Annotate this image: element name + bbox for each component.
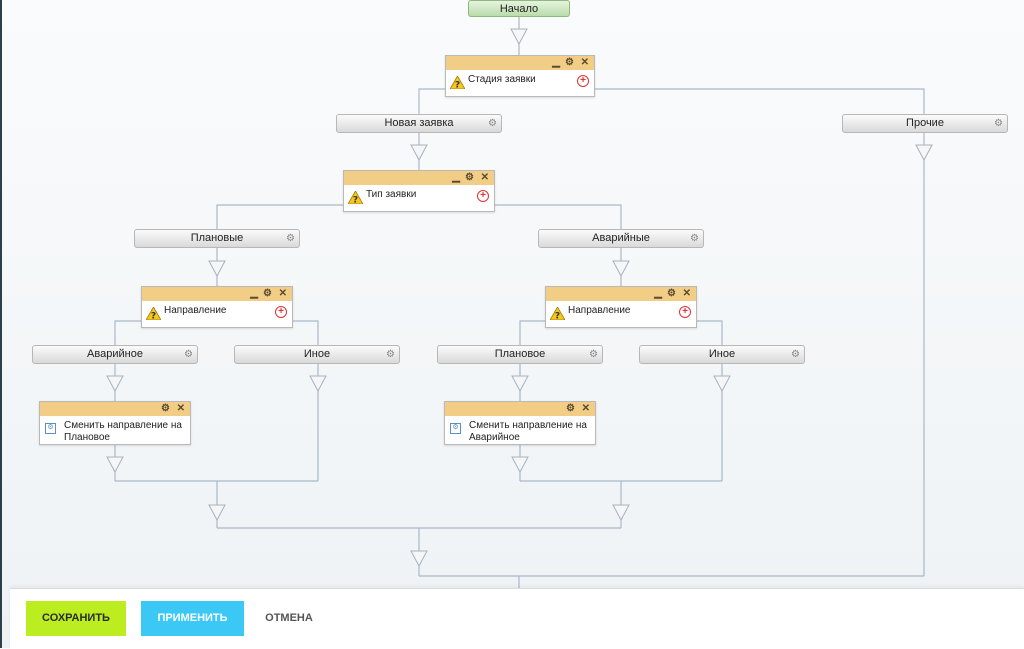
window-edge bbox=[0, 0, 2, 648]
block-header[interactable]: ▁ ⚙ ✕ bbox=[546, 287, 696, 301]
close-icon[interactable]: ✕ bbox=[580, 57, 589, 68]
condition-icon: ? bbox=[146, 307, 161, 320]
condition-block-type[interactable]: ▁ ⚙ ✕ ? Тип заявки + bbox=[343, 170, 495, 212]
action-icon: ⚙ bbox=[45, 423, 56, 434]
gear-icon[interactable]: ⚙ bbox=[565, 57, 574, 68]
branch-planned[interactable]: Плановые⚙ bbox=[134, 229, 300, 248]
gear-icon[interactable]: ⚙ bbox=[286, 233, 295, 244]
arrow-down-icon bbox=[106, 456, 124, 474]
arrow-down-icon bbox=[612, 260, 630, 278]
svg-text:?: ? bbox=[455, 81, 460, 90]
svg-text:?: ? bbox=[151, 312, 156, 321]
condition-icon: ? bbox=[450, 76, 465, 89]
gear-icon[interactable]: ⚙ bbox=[161, 403, 170, 414]
close-icon[interactable]: ✕ bbox=[480, 172, 489, 183]
block-header[interactable]: ⚙ ✕ bbox=[40, 402, 190, 416]
block-header[interactable]: ⚙ ✕ bbox=[445, 402, 595, 416]
branch-new-request[interactable]: Новая заявка⚙ bbox=[336, 114, 502, 133]
arrow-down-icon bbox=[915, 144, 933, 162]
cancel-button[interactable]: ОТМЕНА bbox=[265, 612, 313, 624]
save-button[interactable]: СОХРАНИТЬ bbox=[26, 601, 126, 636]
arrow-down-icon bbox=[713, 375, 731, 393]
gear-icon[interactable]: ⚙ bbox=[566, 403, 575, 414]
gear-icon[interactable]: ⚙ bbox=[667, 288, 676, 299]
add-condition-icon[interactable]: + bbox=[577, 75, 589, 87]
branch-other-stage[interactable]: Прочие⚙ bbox=[842, 114, 1008, 133]
condition-icon: ? bbox=[550, 307, 565, 320]
minimize-icon[interactable]: ▁ bbox=[552, 57, 560, 68]
block-title: Направление bbox=[568, 305, 631, 316]
close-icon[interactable]: ✕ bbox=[176, 403, 185, 414]
action-block-left[interactable]: ⚙ ✕ ⚙ Сменить направление на Плановое bbox=[39, 401, 191, 445]
block-title: Сменить направление на Аварийное bbox=[469, 420, 587, 443]
add-condition-icon[interactable]: + bbox=[679, 306, 691, 318]
arrow-down-icon bbox=[309, 375, 327, 393]
gear-icon[interactable]: ⚙ bbox=[994, 118, 1003, 129]
block-header[interactable]: ▁ ⚙ ✕ bbox=[142, 287, 292, 301]
minimize-icon[interactable]: ▁ bbox=[452, 172, 460, 183]
condition-block-direction-right[interactable]: ▁ ⚙ ✕ ? Направление + bbox=[545, 286, 697, 328]
svg-text:?: ? bbox=[555, 312, 560, 321]
footer-bar: СОХРАНИТЬ ПРИМЕНИТЬ ОТМЕНА bbox=[10, 588, 1024, 649]
gear-icon[interactable]: ⚙ bbox=[465, 172, 474, 183]
gear-icon[interactable]: ⚙ bbox=[488, 118, 497, 129]
close-icon[interactable]: ✕ bbox=[581, 403, 590, 414]
svg-text:?: ? bbox=[353, 196, 358, 205]
block-title: Направление bbox=[164, 305, 227, 316]
minimize-icon[interactable]: ▁ bbox=[654, 288, 662, 299]
gear-icon[interactable]: ⚙ bbox=[184, 349, 193, 360]
gear-icon[interactable]: ⚙ bbox=[690, 233, 699, 244]
block-title: Тип заявки bbox=[366, 189, 417, 200]
action-icon: ⚙ bbox=[450, 423, 461, 434]
condition-icon: ? bbox=[348, 191, 363, 204]
minimize-icon[interactable]: ▁ bbox=[250, 288, 258, 299]
arrow-down-icon bbox=[208, 260, 226, 278]
arrow-down-icon bbox=[410, 550, 428, 568]
gear-icon[interactable]: ⚙ bbox=[386, 349, 395, 360]
add-condition-icon[interactable]: + bbox=[275, 306, 287, 318]
condition-block-stage[interactable]: ▁ ⚙ ✕ ? Стадия заявки + bbox=[445, 55, 595, 97]
arrow-down-icon bbox=[106, 375, 124, 393]
block-title: Сменить направление на Плановое bbox=[64, 420, 182, 443]
arrow-down-icon bbox=[511, 375, 529, 393]
block-title: Стадия заявки bbox=[468, 74, 536, 85]
action-block-right[interactable]: ⚙ ✕ ⚙ Сменить направление на Аварийное bbox=[444, 401, 596, 445]
arrow-down-icon bbox=[511, 456, 529, 474]
branch-emergency[interactable]: Аварийные⚙ bbox=[538, 229, 704, 248]
workflow-canvas[interactable]: Начало ▁ ⚙ ✕ ? Стадия заявки + Новая зая… bbox=[0, 0, 1024, 590]
start-node[interactable]: Начало bbox=[468, 0, 570, 17]
gear-icon[interactable]: ⚙ bbox=[791, 349, 800, 360]
gear-icon[interactable]: ⚙ bbox=[263, 288, 272, 299]
branch-left-other[interactable]: Иное⚙ bbox=[234, 345, 400, 364]
gear-icon[interactable]: ⚙ bbox=[589, 349, 598, 360]
close-icon[interactable]: ✕ bbox=[278, 288, 287, 299]
close-icon[interactable]: ✕ bbox=[682, 288, 691, 299]
apply-button[interactable]: ПРИМЕНИТЬ bbox=[141, 601, 244, 636]
condition-block-direction-left[interactable]: ▁ ⚙ ✕ ? Направление + bbox=[141, 286, 293, 328]
block-header[interactable]: ▁ ⚙ ✕ bbox=[344, 171, 494, 185]
block-header[interactable]: ▁ ⚙ ✕ bbox=[446, 56, 594, 70]
branch-right-other[interactable]: Иное⚙ bbox=[639, 345, 805, 364]
branch-right-planned[interactable]: Плановое⚙ bbox=[437, 345, 603, 364]
add-condition-icon[interactable]: + bbox=[477, 190, 489, 202]
arrow-down-icon bbox=[510, 28, 528, 46]
arrow-down-icon bbox=[410, 144, 428, 162]
branch-left-emergency[interactable]: Аварийное⚙ bbox=[32, 345, 198, 364]
arrow-down-icon bbox=[612, 504, 630, 522]
arrow-down-icon bbox=[208, 504, 226, 522]
